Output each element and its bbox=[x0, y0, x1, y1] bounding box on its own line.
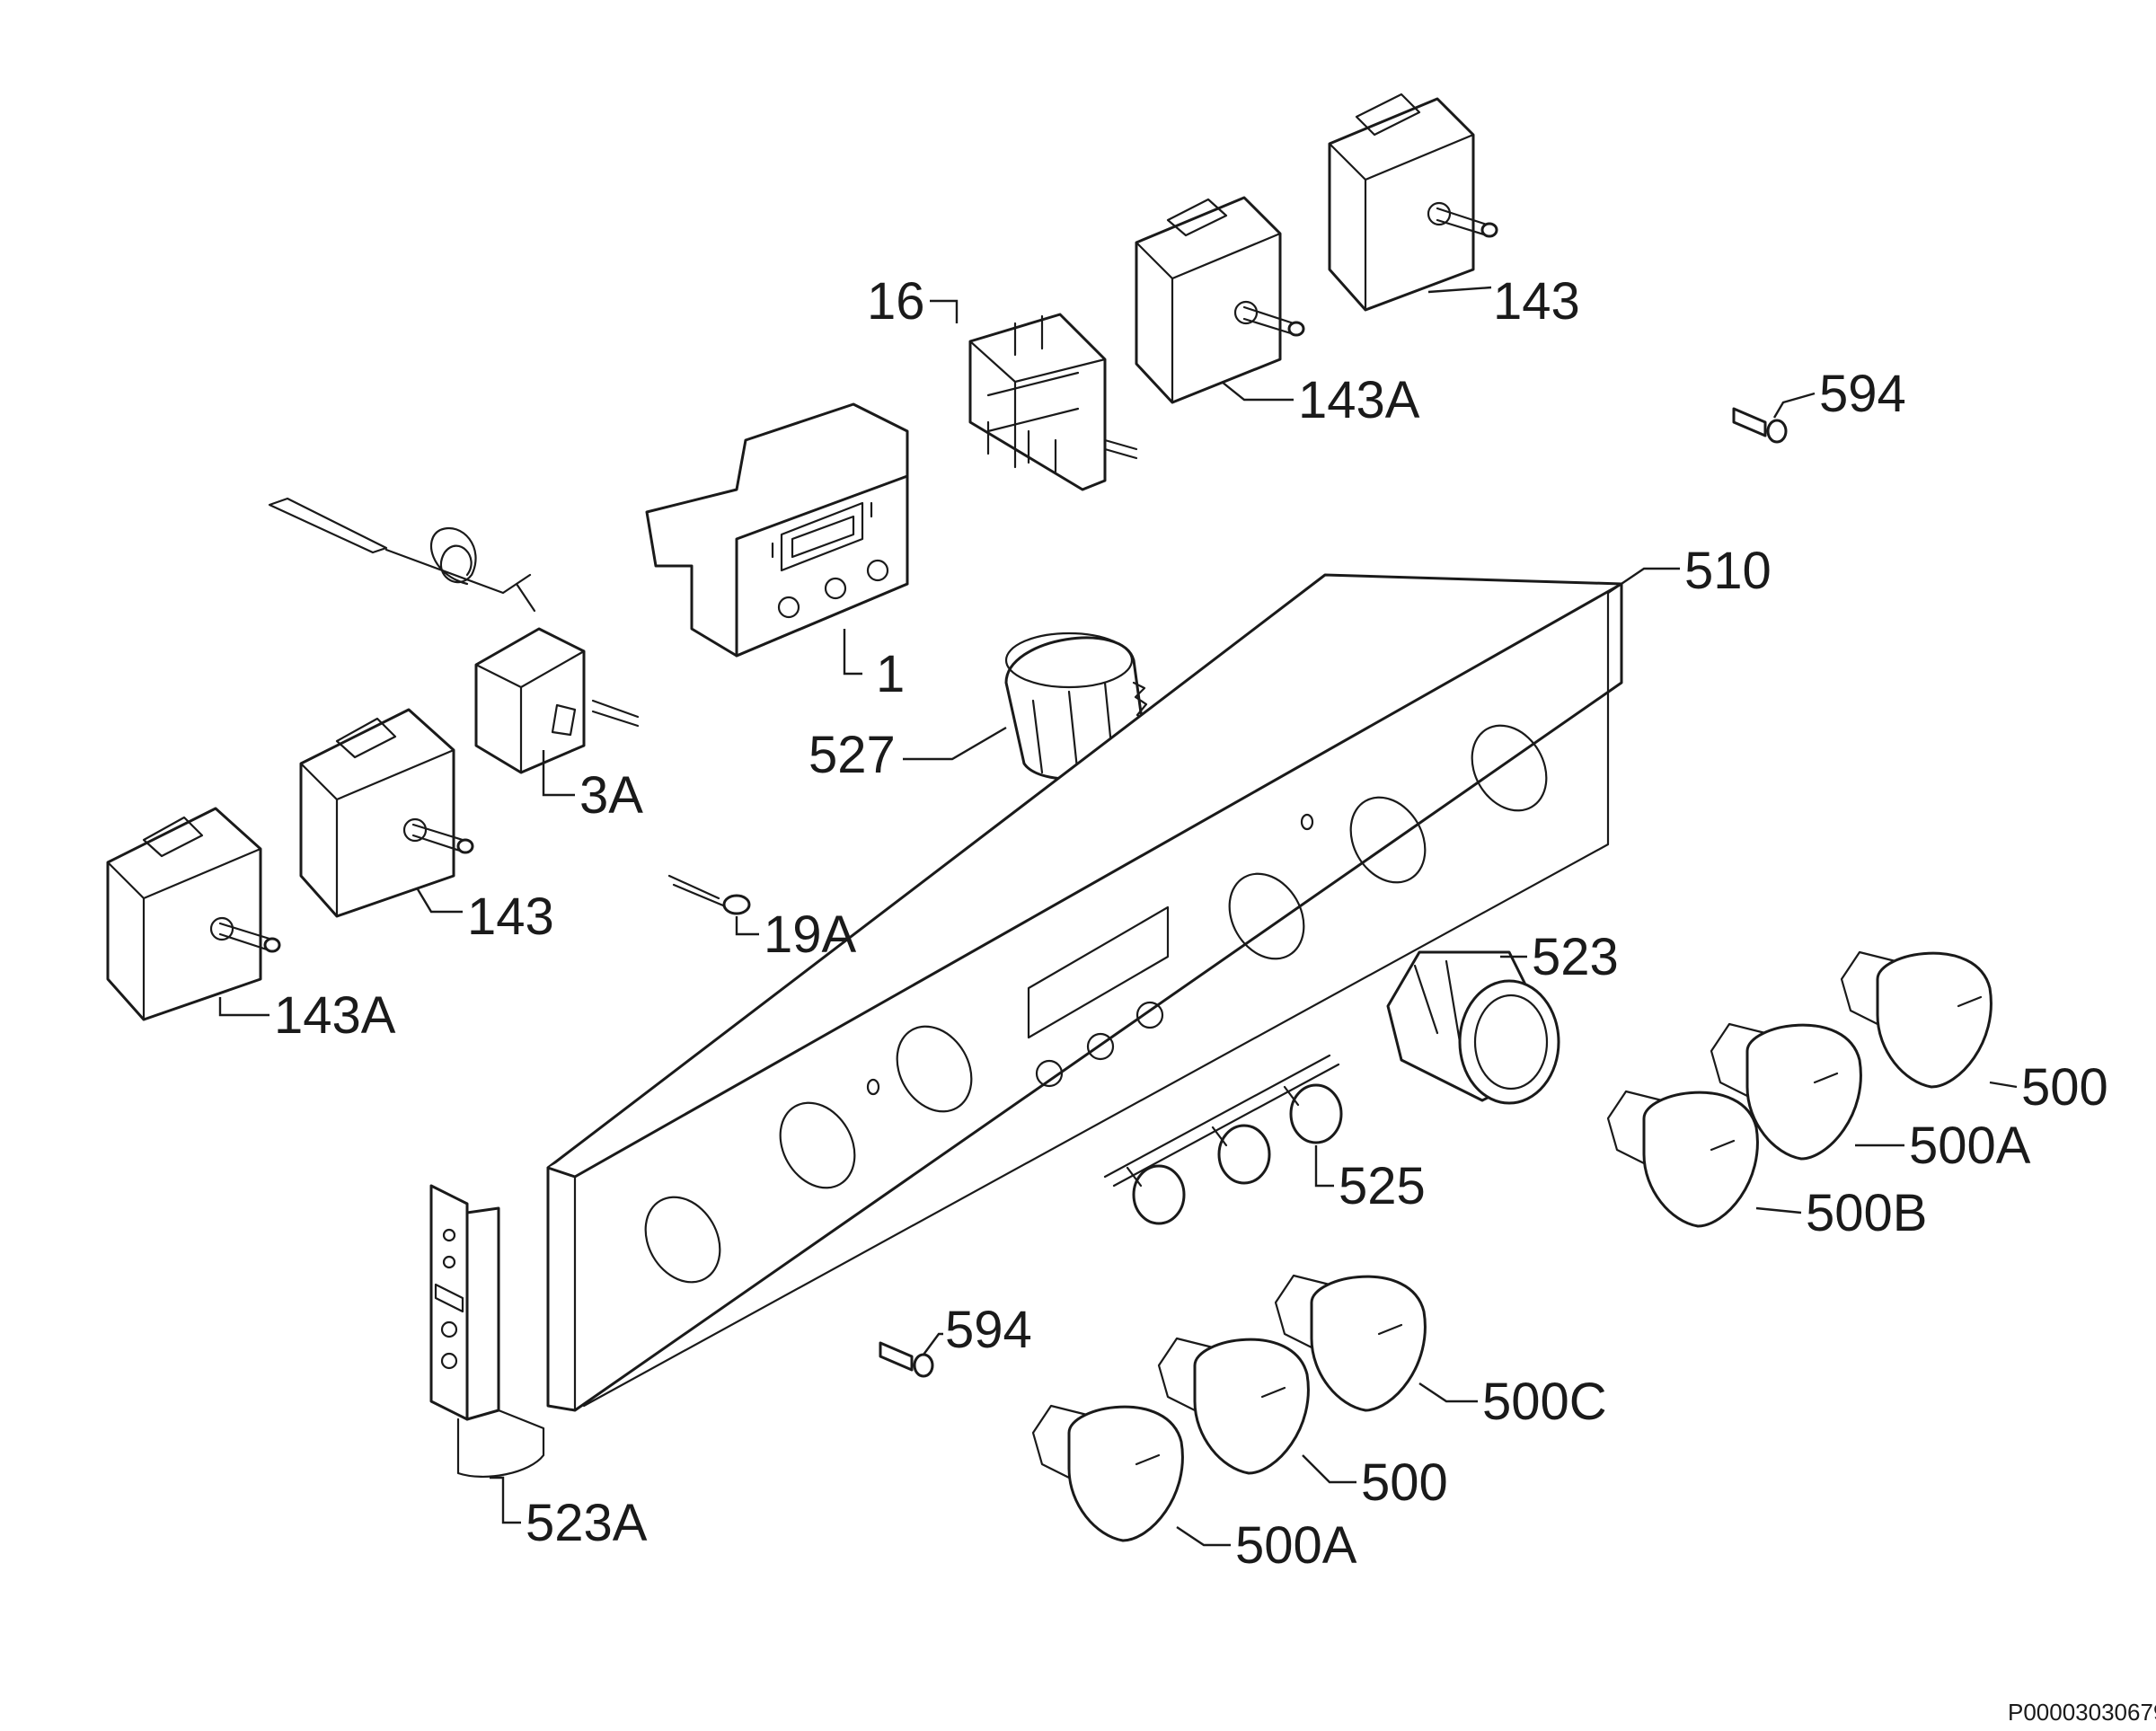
knob-500-right bbox=[1840, 950, 1993, 1089]
electronic-timer-1 bbox=[645, 402, 909, 658]
knob-500b bbox=[1606, 1090, 1759, 1228]
callout-1: 1 bbox=[876, 645, 905, 703]
bracket-523a bbox=[429, 1184, 545, 1479]
callout-143-top: 143 bbox=[1493, 272, 1580, 331]
light-switches-525 bbox=[1103, 1054, 1343, 1225]
callout-594-bottom: 594 bbox=[945, 1301, 1032, 1359]
leader-lines bbox=[218, 286, 2018, 1547]
callout-500a-right: 500A bbox=[1909, 1117, 2031, 1175]
callout-510: 510 bbox=[1684, 542, 1772, 600]
thermostat-3a bbox=[268, 497, 640, 774]
control-panel-510 bbox=[546, 573, 1623, 1412]
callout-500a-bottom: 500A bbox=[1235, 1516, 1357, 1575]
callout-500-bottom: 500 bbox=[1361, 1453, 1448, 1512]
callout-523: 523 bbox=[1532, 928, 1619, 986]
knob-500c bbox=[1274, 1274, 1427, 1412]
selector-switch-143-left bbox=[299, 708, 474, 918]
knob-523 bbox=[1386, 950, 1560, 1105]
screw-594-bottom bbox=[879, 1341, 934, 1378]
selector-switch-143a-left bbox=[106, 807, 281, 1021]
callout-labels: 16 143 143A 594 1 510 527 3A 143 19A 143… bbox=[274, 272, 2108, 1575]
callout-523a: 523A bbox=[526, 1494, 648, 1552]
callout-527: 527 bbox=[808, 726, 896, 784]
screw-594-top bbox=[1732, 407, 1788, 444]
document-id: P00003030679 bbox=[2008, 1699, 2156, 1726]
contact-block-16 bbox=[968, 313, 1138, 491]
selector-switch-143a-top bbox=[1135, 196, 1305, 404]
callout-500c: 500C bbox=[1482, 1373, 1607, 1431]
knob-500a-right bbox=[1710, 1022, 1862, 1161]
callout-525: 525 bbox=[1339, 1157, 1426, 1215]
callout-500b: 500B bbox=[1806, 1184, 1927, 1242]
callout-3a: 3A bbox=[579, 766, 643, 825]
callout-19a: 19A bbox=[764, 905, 857, 964]
knob-500-bottom bbox=[1157, 1337, 1310, 1475]
callout-143-left: 143 bbox=[467, 888, 554, 946]
callout-16: 16 bbox=[867, 272, 925, 331]
knob-500a-bottom bbox=[1031, 1404, 1184, 1542]
selector-switch-143-top bbox=[1328, 93, 1498, 312]
callout-143a-top: 143A bbox=[1298, 371, 1420, 429]
callout-143a-left: 143A bbox=[274, 986, 396, 1045]
callout-594-top: 594 bbox=[1819, 365, 1906, 423]
lamp-19a bbox=[667, 874, 751, 915]
callout-500-right: 500 bbox=[2021, 1058, 2108, 1117]
